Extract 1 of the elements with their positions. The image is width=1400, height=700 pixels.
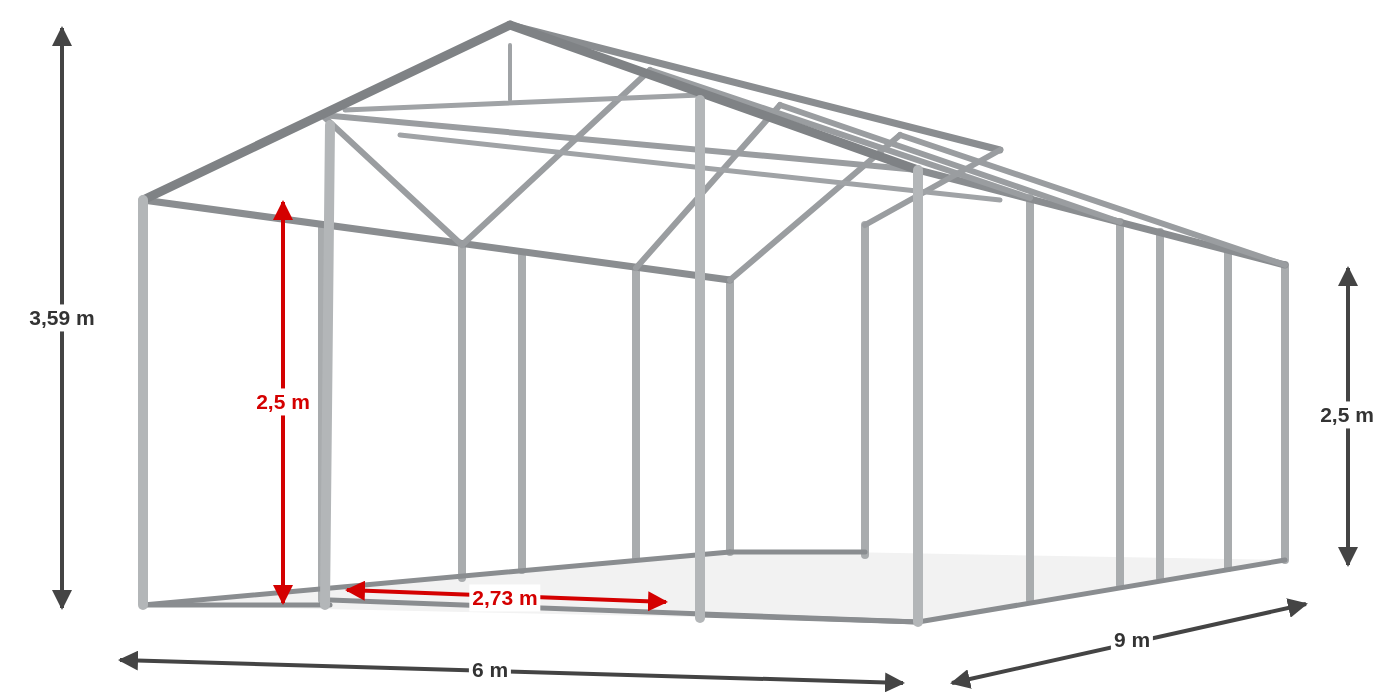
dimension-label: 2,73 m (469, 584, 541, 612)
